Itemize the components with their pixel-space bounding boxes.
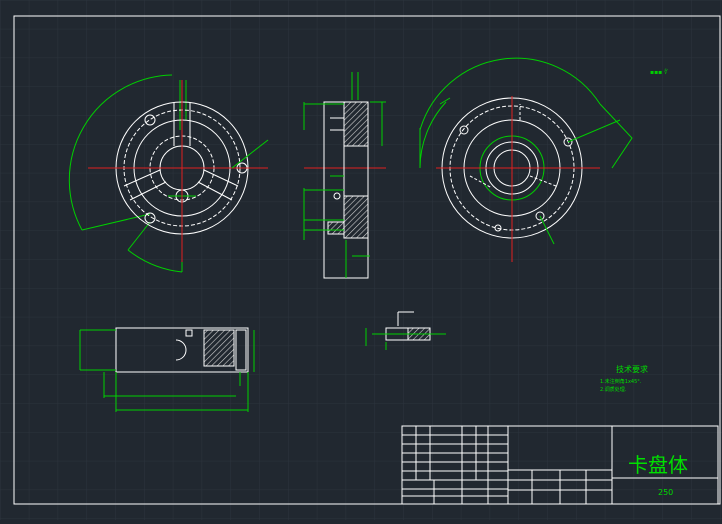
front-view — [68, 74, 269, 273]
drawing-border — [13, 15, 721, 505]
back-view: ▪▪▪ ∜ — [419, 57, 668, 262]
drawing-title: 卡盘体 — [628, 453, 688, 477]
section-view — [303, 72, 386, 279]
tech-req-heading: 技术要求 — [616, 364, 648, 374]
tech-req-item-2: 2.调质处理. — [600, 386, 627, 393]
roughness-note: ▪▪▪ ∜ — [650, 68, 668, 76]
tech-req-item-1: 1.未注倒角1x45°. — [600, 378, 642, 385]
technical-requirements: 技术要求 1.未注倒角1x45°. 2.调质处理. — [600, 364, 648, 393]
top-view — [79, 327, 255, 412]
title-block — [401, 425, 719, 505]
detail-view — [365, 311, 446, 350]
drawing-code: 250 — [658, 488, 673, 497]
